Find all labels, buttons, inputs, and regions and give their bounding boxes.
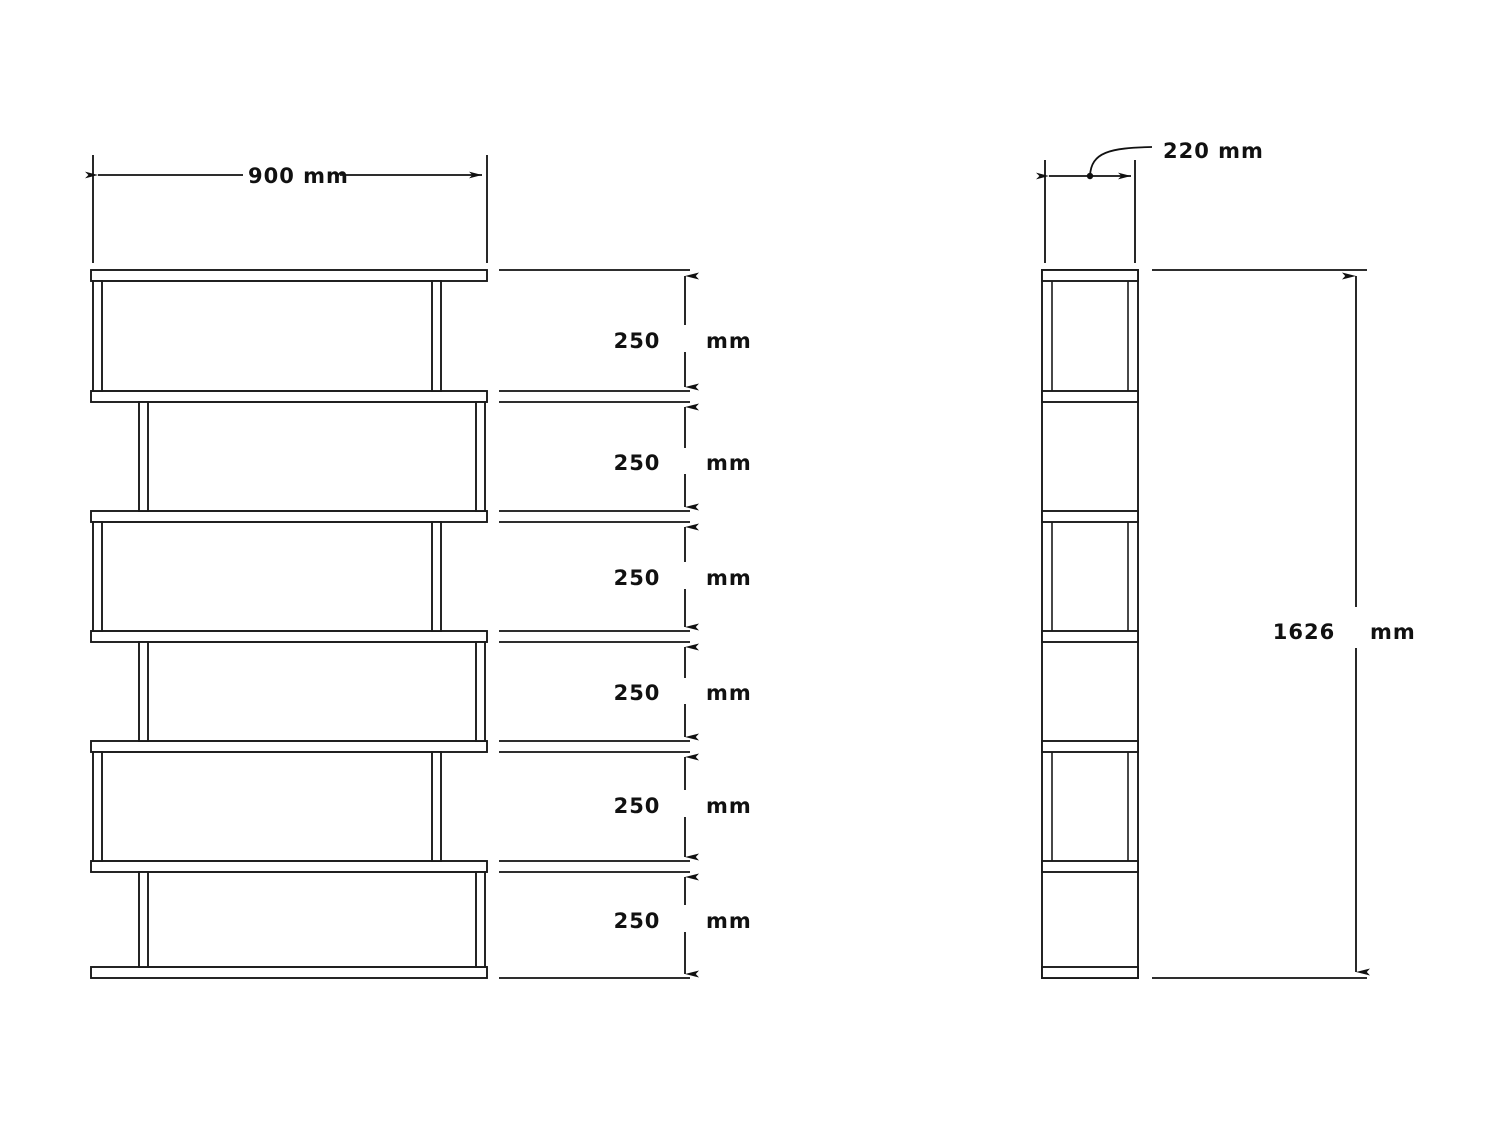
front-elevation-view [90, 269, 488, 979]
side-elevation-view [1041, 269, 1139, 979]
side-shelf-3 [1041, 510, 1139, 523]
shelf-board-1 [90, 269, 488, 282]
dimension-unit-pitch-1: mm [706, 329, 752, 353]
vertical-panel-left-2 [138, 401, 149, 512]
front-row-2-panels [138, 401, 486, 512]
dimension-pitch-5: 250 mm [614, 753, 752, 861]
dimension-pitch-6: 250 mm [614, 873, 752, 978]
shelf-board-4 [90, 630, 488, 643]
pitch-extension-lines [499, 269, 690, 979]
dimension-label-depth: 220 mm [1163, 139, 1264, 163]
side-shelf-4 [1041, 630, 1139, 643]
vertical-panel-right-1 [431, 280, 442, 392]
side-shelf-boards [1041, 269, 1139, 979]
dimension-label-pitch-4: 250 [614, 681, 661, 705]
dimension-pitch-4: 250 mm [614, 643, 752, 741]
vertical-panel-left-5 [92, 751, 103, 862]
shelf-board-5 [90, 740, 488, 753]
side-shelf-1 [1041, 269, 1139, 282]
dimension-pitch-2: 250 mm [614, 403, 752, 511]
vertical-panel-left-6 [138, 871, 149, 968]
dimension-label-pitch-5: 250 [614, 794, 661, 818]
dimension-unit-pitch-2: mm [706, 451, 752, 475]
side-shelf-2 [1041, 390, 1139, 403]
side-panel-edges [1051, 281, 1129, 861]
depth-leader-curve [1089, 146, 1153, 177]
side-shelf-5 [1041, 740, 1139, 753]
dimension-width-900: 900 mm [85, 155, 488, 263]
dimension-unit-pitch-4: mm [706, 681, 752, 705]
dimension-label-pitch-1: 250 [614, 329, 661, 353]
front-row-3-panels [92, 521, 442, 632]
front-row-4-panels [138, 641, 486, 742]
dimension-label-height: 1626 [1273, 620, 1335, 644]
dimension-shelf-pitches: 250 mm 250 mm 250 mm 250 [499, 269, 752, 979]
dimension-unit-pitch-5: mm [706, 794, 752, 818]
shelf-board-6 [90, 860, 488, 873]
side-outer-body [1041, 269, 1139, 979]
vertical-panel-right-3 [431, 521, 442, 632]
side-shelf-bottom [1041, 966, 1139, 979]
dimension-unit-height: mm [1370, 620, 1416, 644]
shelf-board-2 [90, 390, 488, 403]
vertical-panel-right-2 [475, 401, 486, 512]
dimension-unit-pitch-6: mm [706, 909, 752, 933]
vertical-panel-left-1 [92, 280, 103, 392]
front-row-6-panels [138, 871, 486, 968]
front-row-5-panels [92, 751, 442, 862]
front-row-1-panels [92, 280, 442, 392]
front-inner-edge-lines [102, 280, 476, 968]
shelf-board-bottom [90, 966, 488, 979]
shelf-board-3 [90, 510, 488, 523]
dimension-height-1626: 1626 mm [1152, 269, 1416, 979]
dimension-label-pitch-6: 250 [614, 909, 661, 933]
dimension-label-pitch-2: 250 [614, 451, 661, 475]
vertical-panel-left-4 [138, 641, 149, 742]
vertical-panel-right-4 [475, 641, 486, 742]
dimension-depth-220: 220 mm [1036, 139, 1264, 263]
vertical-panel-left-3 [92, 521, 103, 632]
dimension-pitch-3: 250 mm [614, 523, 752, 631]
vertical-panel-right-5 [431, 751, 442, 862]
dimension-pitch-1: 250 mm [614, 272, 752, 391]
dimension-label-width: 900 mm [248, 164, 349, 188]
vertical-panel-right-6 [475, 871, 486, 968]
dimension-unit-pitch-3: mm [706, 566, 752, 590]
dimension-label-pitch-3: 250 [614, 566, 661, 590]
side-shelf-6 [1041, 860, 1139, 873]
